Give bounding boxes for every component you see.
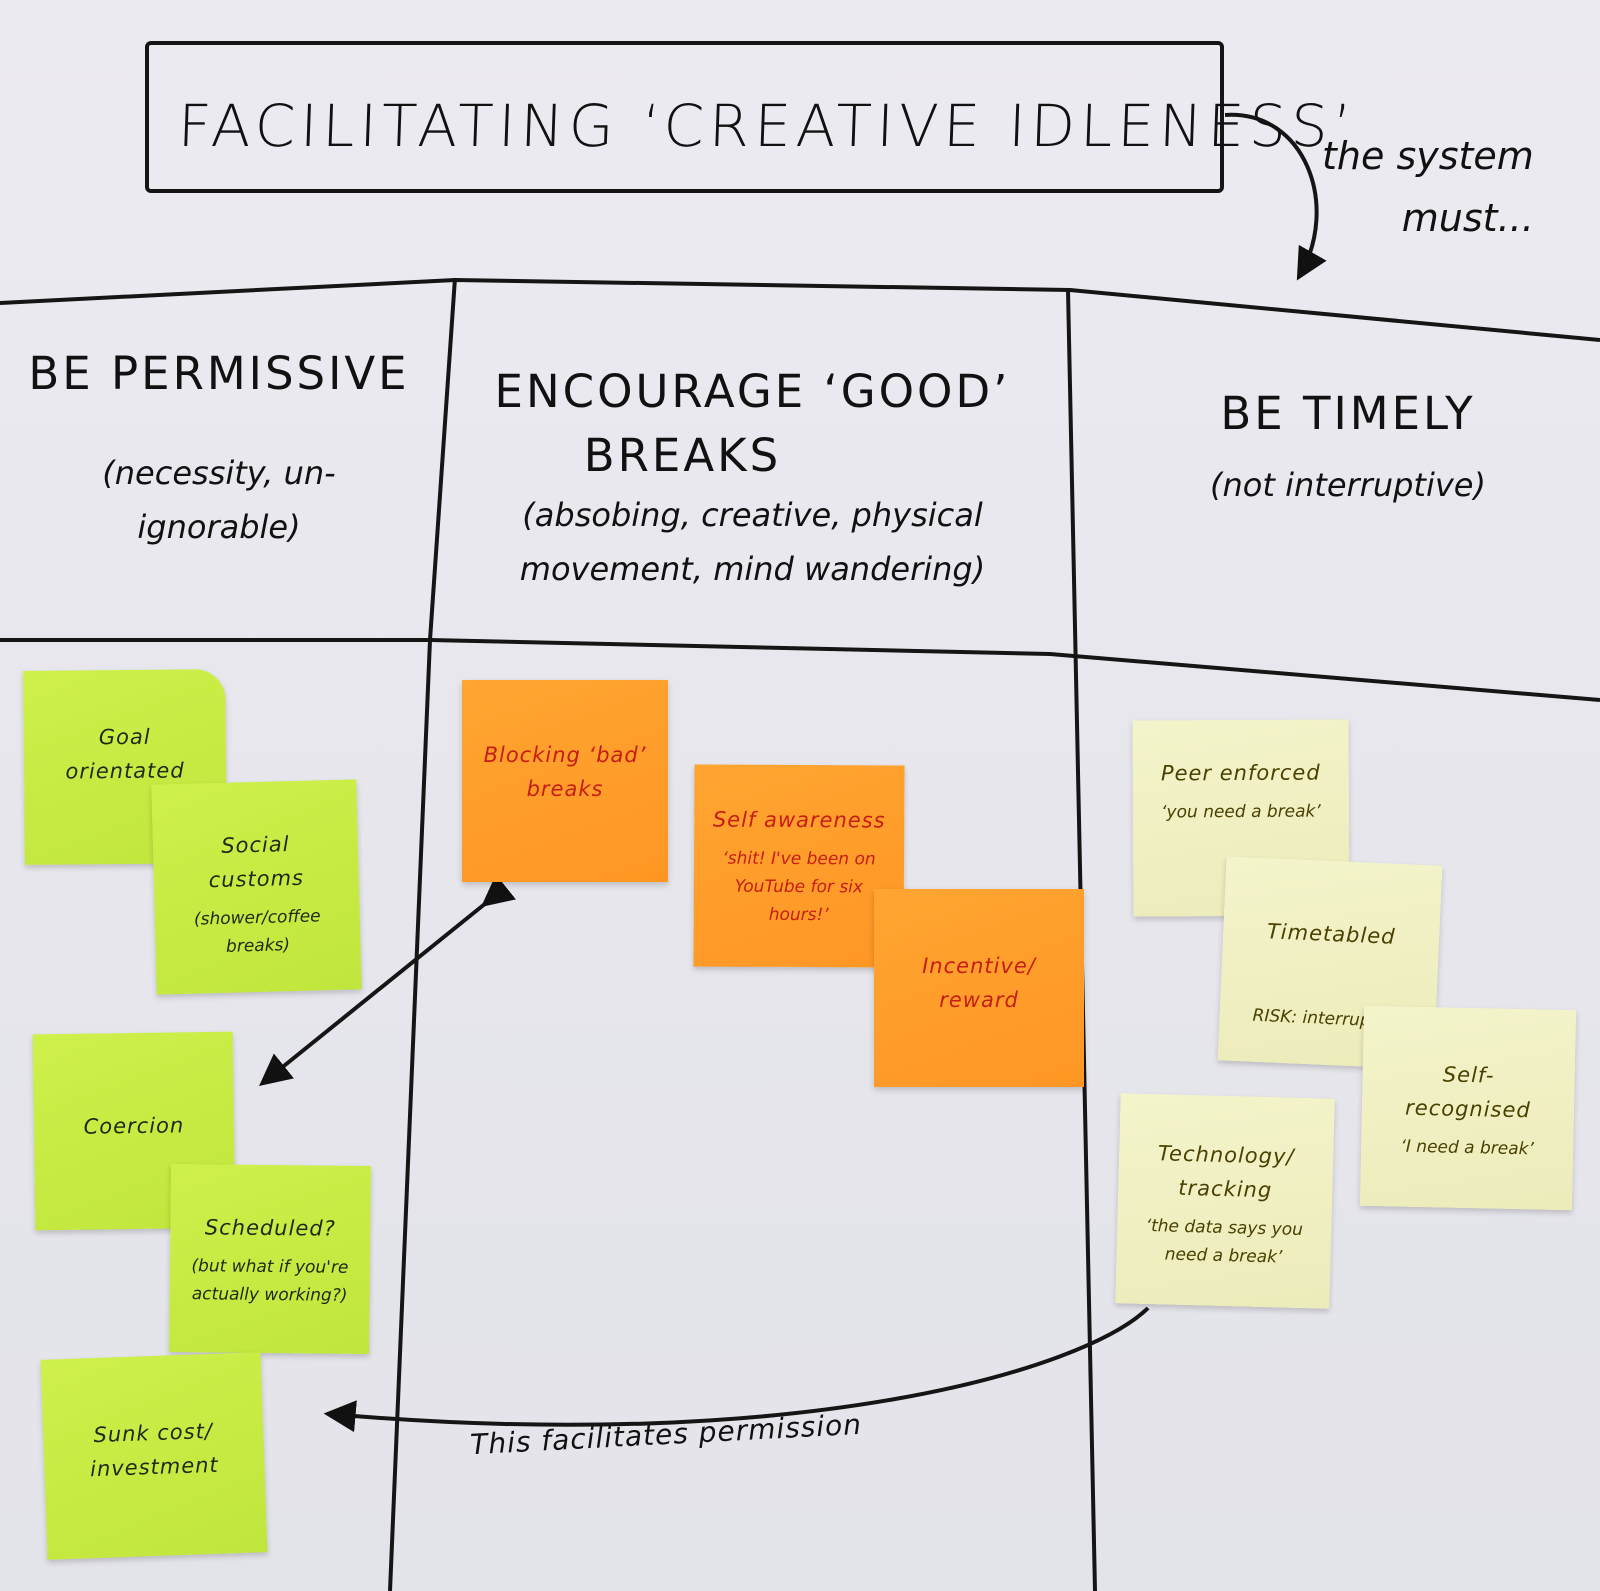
column-encourage-subtitle-line1: (absobing, creative, physical: [522, 496, 983, 534]
note-technology-sub: ‘the data says you need a break’: [1145, 1215, 1304, 1268]
note-scheduled: Scheduled? (but what if you're actually …: [169, 1163, 371, 1355]
column-timely-header: BE TIMELY (not interruptive): [1138, 382, 1558, 512]
note-technology: Technology/ tracking ‘the data says you …: [1115, 1093, 1335, 1309]
note-goal-orientated-text: Goal orientated: [65, 724, 185, 784]
column-permissive-header: BE PERMISSIVE (necessity, un- ignorable): [28, 342, 410, 554]
note-peer-enforced-sub: ‘you need a break’: [1161, 801, 1321, 823]
note-blocking-text: Blocking ‘bad’ breaks: [483, 743, 647, 801]
note-self-recognised: Self-recognised ‘I need a break’: [1359, 1005, 1577, 1211]
note-social-customs-main: Social customs: [208, 832, 305, 893]
note-sunk-cost-text: Sunk cost/ investment: [89, 1418, 220, 1482]
column-encourage-title-line2: BREAKS: [583, 429, 782, 482]
column-encourage-subtitle-line2: movement, mind wandering): [519, 550, 986, 588]
note-scheduled-sub: (but what if you're actually working?): [191, 1256, 349, 1306]
note-incentive-text: Incentive/ reward: [922, 954, 1036, 1012]
column-timely-title: BE TIMELY: [1220, 387, 1476, 440]
column-permissive-subtitle-line2: ignorable): [137, 508, 301, 546]
note-self-recognised-main: Self-recognised: [1404, 1062, 1532, 1123]
column-timely-subtitle: (not interruptive): [1210, 466, 1486, 504]
system-must-line2: must...: [1401, 196, 1534, 240]
note-scheduled-main: Scheduled?: [204, 1215, 336, 1241]
note-self-recognised-sub: ‘I need a break’: [1400, 1136, 1535, 1160]
note-timetabled-main: Timetabled: [1266, 919, 1397, 949]
note-self-awareness-sub: ‘shit! I've been on YouTube for six hour…: [722, 848, 876, 926]
column-permissive-title: BE PERMISSIVE: [28, 347, 410, 400]
note-self-awareness-main: Self awareness: [712, 807, 886, 833]
note-self-awareness: Self awareness ‘shit! I've been on YouTu…: [693, 764, 905, 968]
note-social-customs-sub: (shower/coffee breaks): [193, 906, 321, 957]
note-incentive: Incentive/ reward: [874, 889, 1084, 1087]
note-coercion-text: Coercion: [83, 1113, 185, 1139]
system-must-note: the system must...: [1322, 125, 1534, 249]
note-sunk-cost: Sunk cost/ investment: [40, 1352, 268, 1560]
note-social-customs: Social customs (shower/coffee breaks): [151, 779, 362, 995]
column-permissive-subtitle-line1: (necessity, un-: [102, 454, 336, 492]
note-blocking: Blocking ‘bad’ breaks: [462, 680, 668, 882]
note-peer-enforced-main: Peer enforced: [1160, 760, 1321, 786]
column-encourage-title-line1: ENCOURAGE ‘GOOD’: [494, 365, 1011, 418]
column-encourage-header: ENCOURAGE ‘GOOD’ BREAKS (absobing, creat…: [480, 360, 1025, 596]
board-title: FACILITATING ‘CREATIVE IDLENESS’: [176, 92, 1358, 160]
note-technology-main: Technology/ tracking: [1157, 1141, 1295, 1203]
system-must-line1: the system: [1322, 134, 1534, 178]
